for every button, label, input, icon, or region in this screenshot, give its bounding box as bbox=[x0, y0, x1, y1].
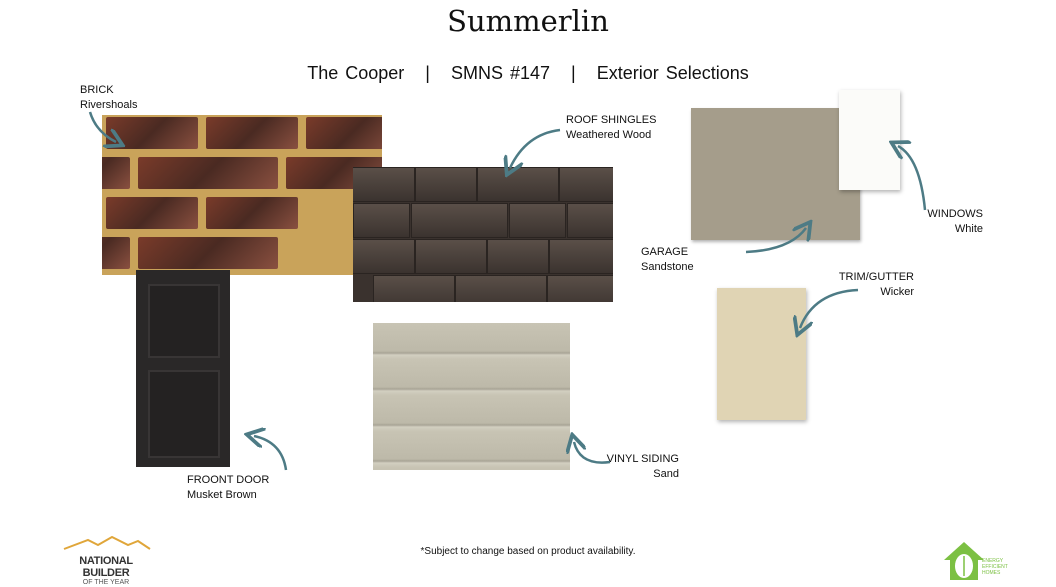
logo-text: ENERGY EFFICIENT HOMES bbox=[982, 558, 1008, 576]
trim-label: TRIM/GUTTER Wicker bbox=[800, 270, 914, 300]
label-value: Sand bbox=[653, 468, 679, 480]
label-name: FROONT DOOR bbox=[187, 474, 270, 486]
label-name: BRICK bbox=[80, 84, 114, 96]
energy-efficient-logo: ENERGY EFFICIENT HOMES bbox=[942, 540, 1008, 582]
siding-label: VINYL SIDING Sand bbox=[580, 452, 679, 482]
brick-swatch bbox=[102, 115, 382, 275]
arrow-icon bbox=[254, 436, 288, 471]
trim-gutter-swatch bbox=[717, 288, 806, 420]
garage-swatch bbox=[691, 108, 860, 240]
label-value: Sandstone bbox=[641, 261, 694, 273]
label-name: ROOF SHINGLES bbox=[566, 114, 657, 126]
windows-swatch bbox=[839, 90, 900, 190]
arrow-icon bbox=[745, 228, 806, 254]
door-label: FROONT DOOR Musket Brown bbox=[187, 473, 269, 503]
logo-text: OF THE YEAR bbox=[82, 579, 130, 586]
garage-label: GARAGE Sandstone bbox=[641, 245, 694, 275]
label-value: Musket Brown bbox=[187, 489, 257, 501]
front-door-swatch bbox=[136, 270, 230, 467]
page-title: Summerlin bbox=[447, 4, 609, 38]
arrow-icon bbox=[88, 111, 116, 142]
roof-label: ROOF SHINGLES Weathered Wood bbox=[566, 113, 656, 143]
availability-note: *Subject to change based on product avai… bbox=[420, 546, 636, 557]
house-leaf-icon bbox=[944, 542, 984, 580]
label-name: TRIM/GUTTER bbox=[838, 271, 914, 283]
arrow-icon bbox=[800, 288, 859, 328]
arrow-icon bbox=[898, 146, 927, 211]
windows-label: WINDOWS White bbox=[900, 207, 983, 237]
label-name: WINDOWS bbox=[927, 208, 983, 220]
mountain-icon bbox=[63, 535, 151, 550]
vinyl-siding-swatch bbox=[373, 323, 570, 470]
roof-shingles-swatch bbox=[353, 167, 613, 302]
label-name: VINYL SIDING bbox=[606, 453, 679, 465]
label-name: GARAGE bbox=[641, 246, 689, 258]
label-value: Weathered Wood bbox=[566, 129, 652, 141]
label-value: Wicker bbox=[880, 286, 914, 298]
arrow-icon bbox=[510, 128, 561, 168]
subtitle: The Cooper | SMNS #147 | Exterior Select… bbox=[307, 63, 749, 83]
brick-label: BRICK Rivershoals bbox=[80, 83, 137, 113]
national-builder-logo: NATIONAL BUILDER OF THE YEAR bbox=[60, 535, 152, 586]
label-value: Rivershoals bbox=[80, 99, 138, 111]
logo-text: NATIONAL BUILDER bbox=[79, 555, 133, 579]
label-value: White bbox=[954, 223, 983, 235]
arrow-icon bbox=[574, 442, 611, 464]
